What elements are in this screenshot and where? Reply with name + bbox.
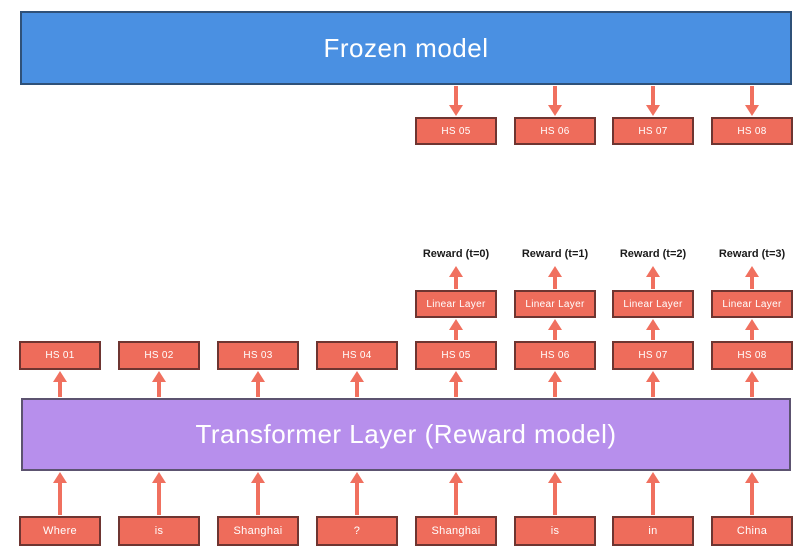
token-node: is (514, 516, 596, 546)
linear-layer-node: Linear Layer (415, 290, 497, 318)
hidden-state-node: HS 02 (118, 341, 200, 370)
token-node: China (711, 516, 793, 546)
linear-layer-node: Linear Layer (711, 290, 793, 318)
frozen-model-box: Frozen model (20, 11, 792, 85)
token-node: Shanghai (217, 516, 299, 546)
hidden-state-node: HS 06 (514, 117, 596, 145)
hidden-state-node: HS 05 (415, 341, 497, 370)
transformer-layer-label: Transformer Layer (Reward model) (195, 419, 617, 449)
flow-arrow-up-icon (646, 472, 660, 515)
flow-arrow-up-icon (745, 319, 759, 340)
frozen-model-label: Frozen model (323, 32, 489, 63)
token-node: ? (316, 516, 398, 546)
flow-arrow-up-icon (152, 472, 166, 515)
flow-arrow-down-icon (548, 86, 562, 116)
flow-arrow-up-icon (449, 472, 463, 515)
hidden-state-node: HS 07 (612, 117, 694, 145)
reward-label: Reward (t=1) (521, 248, 589, 260)
flow-arrow-down-icon (646, 86, 660, 116)
flow-arrow-up-icon (449, 371, 463, 397)
hidden-state-node: HS 07 (612, 341, 694, 370)
flow-arrow-up-icon (251, 371, 265, 397)
flow-arrow-up-icon (548, 319, 562, 340)
transformer-layer-box: Transformer Layer (Reward model) (21, 398, 791, 471)
flow-arrow-up-icon (646, 371, 660, 397)
hidden-state-node: HS 08 (711, 117, 793, 145)
flow-arrow-up-icon (745, 266, 759, 289)
token-node: in (612, 516, 694, 546)
flow-arrow-up-icon (350, 472, 364, 515)
hidden-state-node: HS 03 (217, 341, 299, 370)
flow-arrow-up-icon (449, 266, 463, 289)
flow-arrow-up-icon (745, 371, 759, 397)
token-node: Shanghai (415, 516, 497, 546)
flow-arrow-up-icon (53, 472, 67, 515)
flow-arrow-up-icon (53, 371, 67, 397)
flow-arrow-up-icon (548, 371, 562, 397)
flow-arrow-up-icon (548, 266, 562, 289)
flow-arrow-up-icon (449, 319, 463, 340)
flow-arrow-up-icon (350, 371, 364, 397)
hidden-state-node: HS 01 (19, 341, 101, 370)
token-node: is (118, 516, 200, 546)
hidden-state-node: HS 06 (514, 341, 596, 370)
flow-arrow-down-icon (745, 86, 759, 116)
reward-label: Reward (t=0) (422, 248, 490, 260)
linear-layer-node: Linear Layer (514, 290, 596, 318)
reward-label: Reward (t=3) (718, 248, 786, 260)
hidden-state-node: HS 08 (711, 341, 793, 370)
token-node: Where (19, 516, 101, 546)
flow-arrow-down-icon (449, 86, 463, 116)
linear-layer-node: Linear Layer (612, 290, 694, 318)
reward-label: Reward (t=2) (619, 248, 687, 260)
flow-arrow-up-icon (548, 472, 562, 515)
flow-arrow-up-icon (646, 266, 660, 289)
flow-arrow-up-icon (152, 371, 166, 397)
flow-arrow-up-icon (646, 319, 660, 340)
hidden-state-node: HS 05 (415, 117, 497, 145)
flow-arrow-up-icon (745, 472, 759, 515)
hidden-state-node: HS 04 (316, 341, 398, 370)
flow-arrow-up-icon (251, 472, 265, 515)
